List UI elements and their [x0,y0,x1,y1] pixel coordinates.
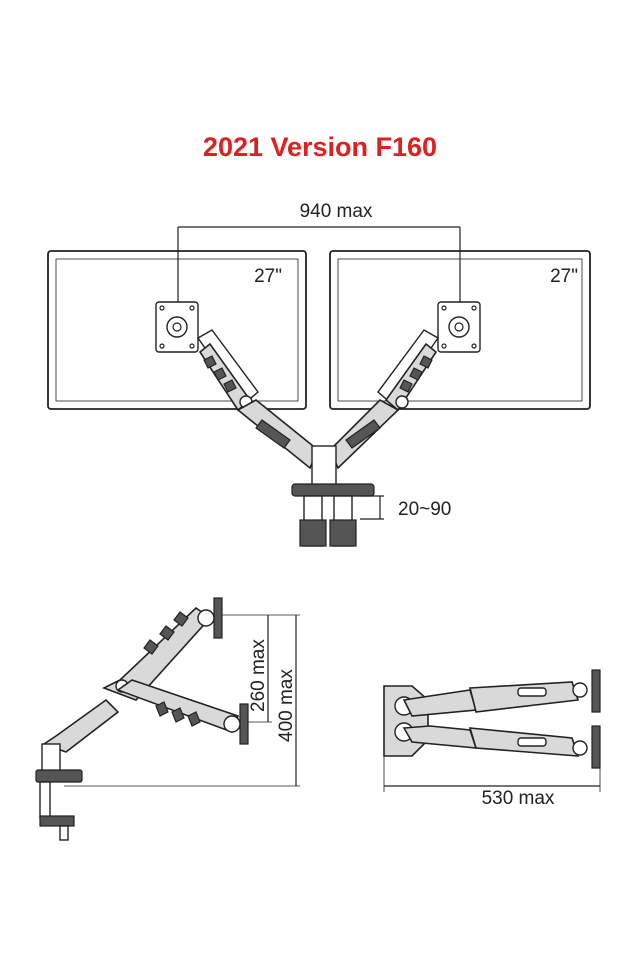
side-view: 260 max 400 max [35,597,300,841]
upper-arm [102,606,215,701]
extension-label: 530 max [482,788,555,809]
right-monitor-size: 27" [550,266,578,287]
lower-arm [116,679,241,734]
upper-mount-plate [213,597,223,639]
top-base [383,685,429,757]
front-view: 940 max 27" 27" [47,201,591,547]
right-arm [329,329,440,470]
diagram-title: 2021 Version F160 [202,132,438,162]
height-label: 400 max [276,669,297,742]
right-monitor: 27" [329,250,591,410]
width-label: 940 max [300,201,373,222]
clamp-dimension: 20~90 [360,495,451,520]
clamp-thickness-label: 20~90 [398,499,451,520]
tilt-range-label: 260 max [248,639,269,712]
top-view: 530 max [383,669,601,809]
left-monitor-size: 27" [254,266,282,287]
side-pole-base [35,698,120,841]
width-dimension: 940 max [177,201,461,320]
front-pole-base [291,445,375,547]
lower-mount-plate [239,703,249,745]
top-lower-arm [402,725,601,769]
side-dimensions: 260 max 400 max [64,614,300,787]
left-vesa-plate [155,301,199,353]
top-upper-arm [402,669,601,717]
left-monitor: 27" [47,250,307,410]
extension-dimension: 530 max [383,756,601,809]
right-vesa-plate [437,301,481,353]
left-arm [196,329,319,470]
